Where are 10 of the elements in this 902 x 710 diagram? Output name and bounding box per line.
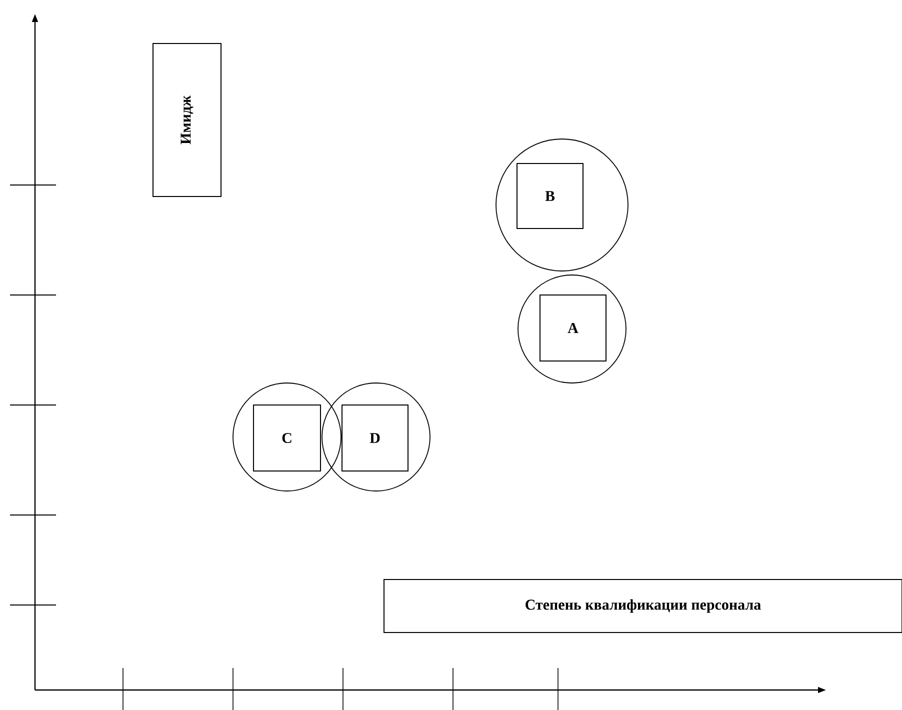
label-box: Степень квалификации персонала (384, 579, 902, 633)
letter-box: C (253, 404, 321, 472)
label-box: Имидж (152, 43, 222, 197)
letter-box: A (540, 294, 606, 362)
letter-box: B (516, 163, 584, 229)
circle (322, 382, 430, 492)
circle (518, 274, 626, 384)
letter-box: D (342, 404, 408, 472)
circle (232, 382, 342, 492)
circle (496, 138, 628, 272)
